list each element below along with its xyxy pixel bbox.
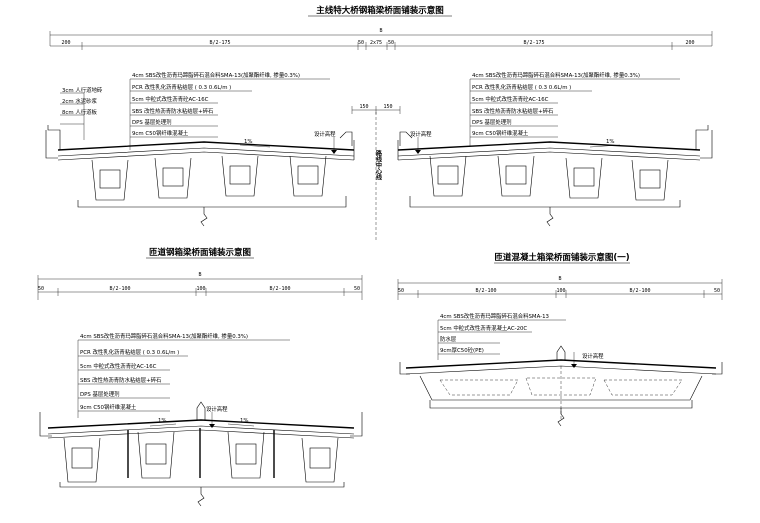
main-dimension-lines: B 200 B/2-175 50 2x75 50 B/2-175 200 150… (49, 28, 713, 114)
dim-main-mid: 2x75 (370, 40, 382, 46)
ramp-layer-6: 9cm C50钢纤维混凝土 (80, 403, 137, 411)
main-left-design-elev: 设计高程 (314, 130, 336, 138)
title-main: 主线特大桥钢箱梁桥面铺装示意图 (316, 5, 444, 16)
main-left-layer-6: 9cm C50钢纤维混凝土 (132, 129, 189, 137)
ramp-steel-layer-callout: 4cm SBS改性沥青玛蹄脂碎石混合料SMA-13(加聚酯纤维, 掺量0.3%)… (77, 332, 290, 418)
centerline-label: 路线中心线 (375, 149, 382, 181)
dim-main-150a: 150 (359, 104, 368, 110)
main-left-layer-5: DPS 基层处理剂 (132, 118, 172, 126)
dim-main-150b: 150 (383, 104, 392, 110)
dim-ramp-total: B (198, 272, 201, 278)
sidewalk-layer-callout: 3cm 人行道地砖 2cm 水泥砂浆 8cm 人行道板 (60, 86, 103, 140)
ramp-steel-cross-section: 设计高程 1% 1% (39, 401, 363, 507)
main-right-slope: 1% (606, 139, 615, 145)
sidewalk-layer-3: 8cm 人行道板 (62, 108, 98, 116)
ramp-design-elev: 设计高程 (206, 405, 228, 413)
main-centerline: 路线中心线 (375, 112, 382, 240)
dim-conc-l3: 100 (556, 288, 565, 294)
conc-layer-1: 4cm SBS改性沥青玛蹄脂碎石混合料SMA-13 (440, 312, 549, 320)
dim-ramp-r1: B/2-100 (269, 286, 290, 292)
title-ramp-concrete: 匝道混凝土箱梁桥面铺装示意图(一) (494, 252, 629, 263)
dim-conc-r1: B/2-100 (629, 288, 650, 294)
ramp-slope-left: 1% (158, 418, 167, 424)
main-right-layer-4: SBS 改性热沥青防水粘结层+碎石 (472, 107, 554, 115)
ramp-layer-3: 5cm 中粒式改性沥青砼AC-16C (80, 362, 157, 370)
dim-conc-r2: 50 (714, 288, 720, 294)
main-left-layer-callout: 4cm SBS改性沥青玛蹄脂碎石混合料SMA-13(加聚酯纤维, 掺量0.3%)… (129, 71, 330, 150)
sidewalk-layer-1: 3cm 人行道地砖 (62, 86, 103, 94)
main-right-cross-section: 1% 设计高程 (397, 125, 713, 227)
sidewalk-layer-2: 2cm 水泥砂浆 (62, 97, 98, 105)
dim-ramp-l3: 100 (196, 286, 205, 292)
main-left-layer-3: 5cm 中粒式改性沥青砼AC-16C (132, 95, 209, 103)
ramp-steel-dimension-lines: B 50 B/2-100 100 B/2-100 50 (37, 272, 363, 300)
conc-layer-2: 5cm 中粒式改性沥青混凝土AC-20C (440, 324, 527, 332)
title-ramp-steel: 匝道钢箱梁桥面铺装示意图 (149, 247, 251, 258)
main-right-layer-5: DPS 基层处理剂 (472, 118, 512, 126)
main-right-layer-2: PCR 改性乳化沥青粘结层 ( 0.3 0.6L/m ) (472, 83, 571, 91)
conc-layer-4: 9cm厚C50砼(PE) (440, 346, 484, 354)
conc-layer-3: 防水层 (440, 335, 457, 343)
ramp-slope-right: 1% (240, 418, 249, 424)
main-left-layer-4: SBS 改性热沥青防水粘结层+碎石 (132, 107, 214, 115)
concrete-ramp-layer-callout: 4cm SBS改性沥青玛蹄脂碎石混合料SMA-13 5cm 中粒式改性沥青混凝土… (437, 312, 566, 360)
dim-main-r1: 50 (388, 40, 394, 46)
main-right-layer-1: 4cm SBS改性沥青玛蹄脂碎石混合料SMA-13(加聚酯纤维, 掺量0.3%) (472, 71, 640, 79)
ramp-layer-2: PCR 改性乳化沥青粘结层 ( 0.3 0.6L/m ) (80, 348, 179, 356)
dim-ramp-l2: B/2-100 (109, 286, 130, 292)
main-left-slope: 1% (244, 139, 253, 145)
conc-design-elev: 设计高程 (582, 352, 604, 360)
main-right-layer-6: 9cm C50钢纤维混凝土 (472, 129, 529, 137)
main-right-layer-3: 5cm 中粒式改性沥青砼AC-16C (472, 95, 549, 103)
dim-conc-l2: B/2-100 (475, 288, 496, 294)
dim-ramp-r2: 50 (354, 286, 360, 292)
main-left-layer-2: PCR 改性乳化沥青粘结层 ( 0.3 0.6L/m ) (132, 83, 231, 91)
dim-main-l1: 200 (61, 40, 70, 46)
dim-main-l3: 50 (358, 40, 364, 46)
main-left-layer-1: 4cm SBS改性沥青玛蹄脂碎石混合料SMA-13(加聚酯纤维, 掺量0.3%) (132, 71, 300, 79)
dim-conc-total: B (558, 276, 561, 282)
dim-conc-l1: 50 (398, 288, 404, 294)
dim-main-r3: 200 (685, 40, 694, 46)
ramp-layer-4: SBS 改性热沥青防水粘结层+碎石 (80, 376, 162, 384)
main-left-cross-section: 1% 设计高程 (45, 125, 355, 227)
dim-main-l2: B/2-175 (209, 40, 230, 46)
ramp-layer-5: DPS 基层处理剂 (80, 390, 120, 398)
main-right-design-elev: 设计高程 (410, 130, 432, 138)
dim-main-r2: B/2-175 (523, 40, 544, 46)
dim-ramp-l1: 50 (38, 286, 44, 292)
concrete-ramp-cross-section: 设计高程 (399, 345, 723, 427)
main-right-layer-callout: 4cm SBS改性沥青玛蹄脂碎石混合料SMA-13(加聚酯纤维, 掺量0.3%)… (469, 71, 680, 146)
dim-main-total: B (379, 28, 382, 34)
concrete-ramp-dimension-lines: B 50 B/2-100 100 B/2-100 50 (397, 276, 723, 300)
ramp-layer-1: 4cm SBS改性沥青玛蹄脂碎石混合料SMA-13(加聚酯纤维, 掺量0.3%) (80, 332, 248, 340)
